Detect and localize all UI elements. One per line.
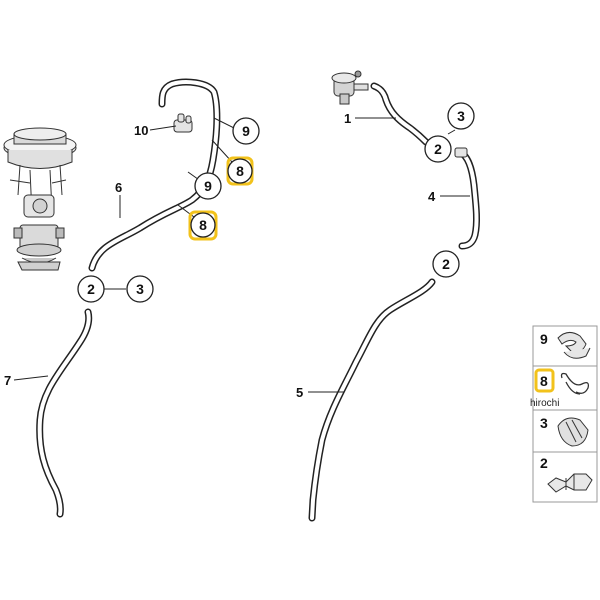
legend-9-label: 9	[540, 331, 548, 347]
callout-2-left: 2	[77, 275, 105, 303]
watermark-text: hirochi	[530, 398, 559, 409]
fuel-pump-assembly	[3, 127, 77, 271]
connector-right	[454, 147, 468, 158]
legend-8-highlight	[534, 368, 555, 393]
hose-5	[308, 278, 436, 522]
callout-3-left: 3	[126, 275, 154, 303]
callout-8-lower: 8	[188, 210, 218, 241]
callout-3-left-label: 3	[136, 281, 144, 297]
callout-3-right: 3	[447, 102, 475, 130]
callout-10: 10	[134, 123, 148, 138]
callout-8-upper-label: 8	[236, 163, 244, 179]
hose-6	[88, 78, 221, 272]
coupling-icon	[557, 417, 589, 447]
callout-9-upper: 9	[232, 117, 260, 145]
callout-9-lower: 9	[194, 172, 222, 200]
callout-3-right-label: 3	[457, 108, 465, 124]
legend-8-label: 8	[540, 373, 548, 389]
clip-icon	[557, 332, 591, 359]
hose-4	[456, 148, 481, 250]
parts-legend: 9 8 hirochi 3 2	[530, 325, 598, 503]
valve-part-1	[331, 70, 369, 105]
callout-2-left-label: 2	[87, 281, 95, 297]
legend-2-label: 2	[540, 455, 548, 471]
clip-part-10	[173, 113, 193, 133]
callout-8-lower-label: 8	[199, 217, 207, 233]
callout-9-upper-label: 9	[242, 123, 250, 139]
callout-6: 6	[115, 180, 122, 195]
legend-3-label: 3	[540, 415, 548, 431]
callout-1: 1	[344, 111, 351, 126]
hose-clamp-icon	[560, 372, 590, 395]
straight-connector-icon	[547, 473, 593, 493]
hose-1	[370, 82, 430, 146]
callout-2-middle: 2	[432, 250, 460, 278]
callout-4: 4	[428, 189, 436, 204]
callout-7: 7	[4, 373, 11, 388]
callout-2-middle-label: 2	[442, 256, 450, 272]
hose-7	[36, 308, 93, 518]
callout-8-upper: 8	[226, 156, 254, 186]
callout-2-right: 2	[424, 135, 452, 163]
callout-2-right-label: 2	[434, 141, 442, 157]
callout-9-lower-label: 9	[204, 178, 212, 194]
callout-5: 5	[296, 385, 303, 400]
